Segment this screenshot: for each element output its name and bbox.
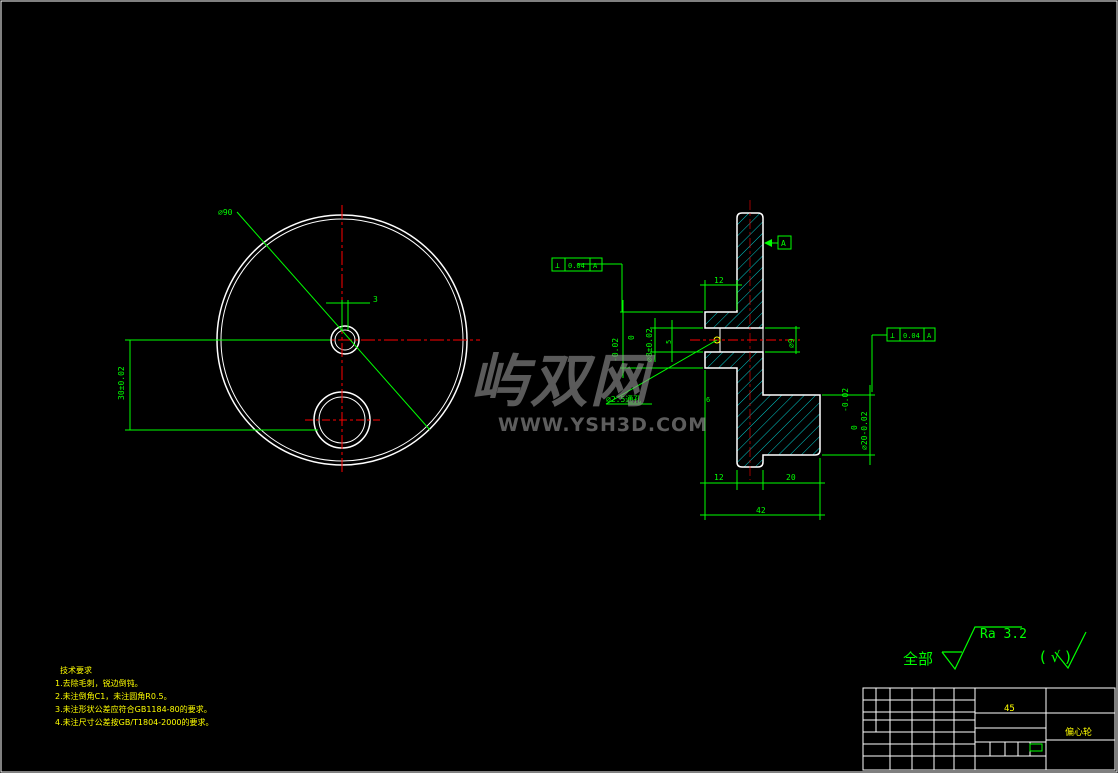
dim-outer-diameter: ⌀90	[218, 208, 233, 217]
dim-20: 20	[786, 473, 796, 482]
svg-text:A: A	[593, 262, 598, 270]
svg-text:5: 5	[665, 340, 673, 344]
note-item: 4.未注尺寸公差按GB/T1804-2000的要求。	[55, 718, 214, 727]
dim-eccentric: 30±0.02	[117, 366, 126, 400]
front-view: ⌀90 3 30±0.02	[117, 205, 480, 475]
svg-text:0.04: 0.04	[568, 262, 585, 270]
svg-text:6: 6	[706, 396, 710, 404]
svg-text:-0.02: -0.02	[611, 338, 620, 362]
dim-12-bottom: 12	[714, 473, 724, 482]
roughness-symbol	[941, 626, 1087, 671]
svg-text:⊥: ⊥	[555, 261, 560, 270]
note-item: 2.未注倒角C1，未注圆角R0.5。	[55, 692, 172, 701]
shaft-hole	[330, 325, 360, 355]
note-item: 3.未注形状公差应符合GB1184-80的要求。	[55, 705, 212, 714]
dim-12-top: 12	[714, 276, 724, 285]
roughness-value: Ra 3.2	[980, 627, 1027, 642]
svg-text:-0.02: -0.02	[841, 388, 850, 412]
title-block	[862, 687, 1116, 771]
svg-text:0.04: 0.04	[903, 332, 920, 340]
dim-offset: 3	[373, 295, 378, 304]
watermark-url: WWW.YSH3D.COM	[498, 414, 709, 436]
svg-text:⊥: ⊥	[890, 331, 895, 340]
svg-text:A: A	[781, 239, 786, 248]
flange-lower	[704, 351, 821, 468]
dim-shaft: ⌀9	[787, 338, 796, 348]
technical-notes: 技术要求 1.去除毛刺，锐边倒钝。 2.未注倒角C1，未注圆角R0.5。 3.未…	[55, 664, 214, 729]
gdt-frame-2	[886, 327, 936, 342]
datum-a	[777, 235, 792, 250]
watermark-logo: 屿双网	[470, 347, 651, 415]
dim-hub: ⌀20-0.02	[860, 411, 869, 450]
gdt-frame-1	[551, 257, 603, 272]
dim-42: 42	[756, 506, 766, 515]
note-item: 1.去除毛刺，锐边倒钝。	[55, 679, 143, 688]
roughness-prefix: 全部	[903, 650, 934, 668]
part-name: 偏心轮	[1065, 728, 1093, 738]
notes-title: 技术要求	[60, 666, 92, 675]
roughness-other: ( √ )	[1040, 648, 1071, 666]
svg-text:A: A	[927, 332, 932, 340]
svg-text:0: 0	[850, 425, 859, 430]
flange-upper	[704, 212, 764, 329]
dim-bore: ⌀8±0.02	[645, 328, 654, 362]
diameter-leader	[236, 211, 431, 431]
dim-hole: ⌀2.5通孔	[606, 394, 641, 404]
material: 45	[1004, 704, 1015, 714]
svg-text:0: 0	[627, 335, 636, 340]
section-view: 12 12 20 42 -0.02 0 ⌀8±0.02 5 ⌀2.5通孔 6 ⌀…	[551, 200, 936, 520]
